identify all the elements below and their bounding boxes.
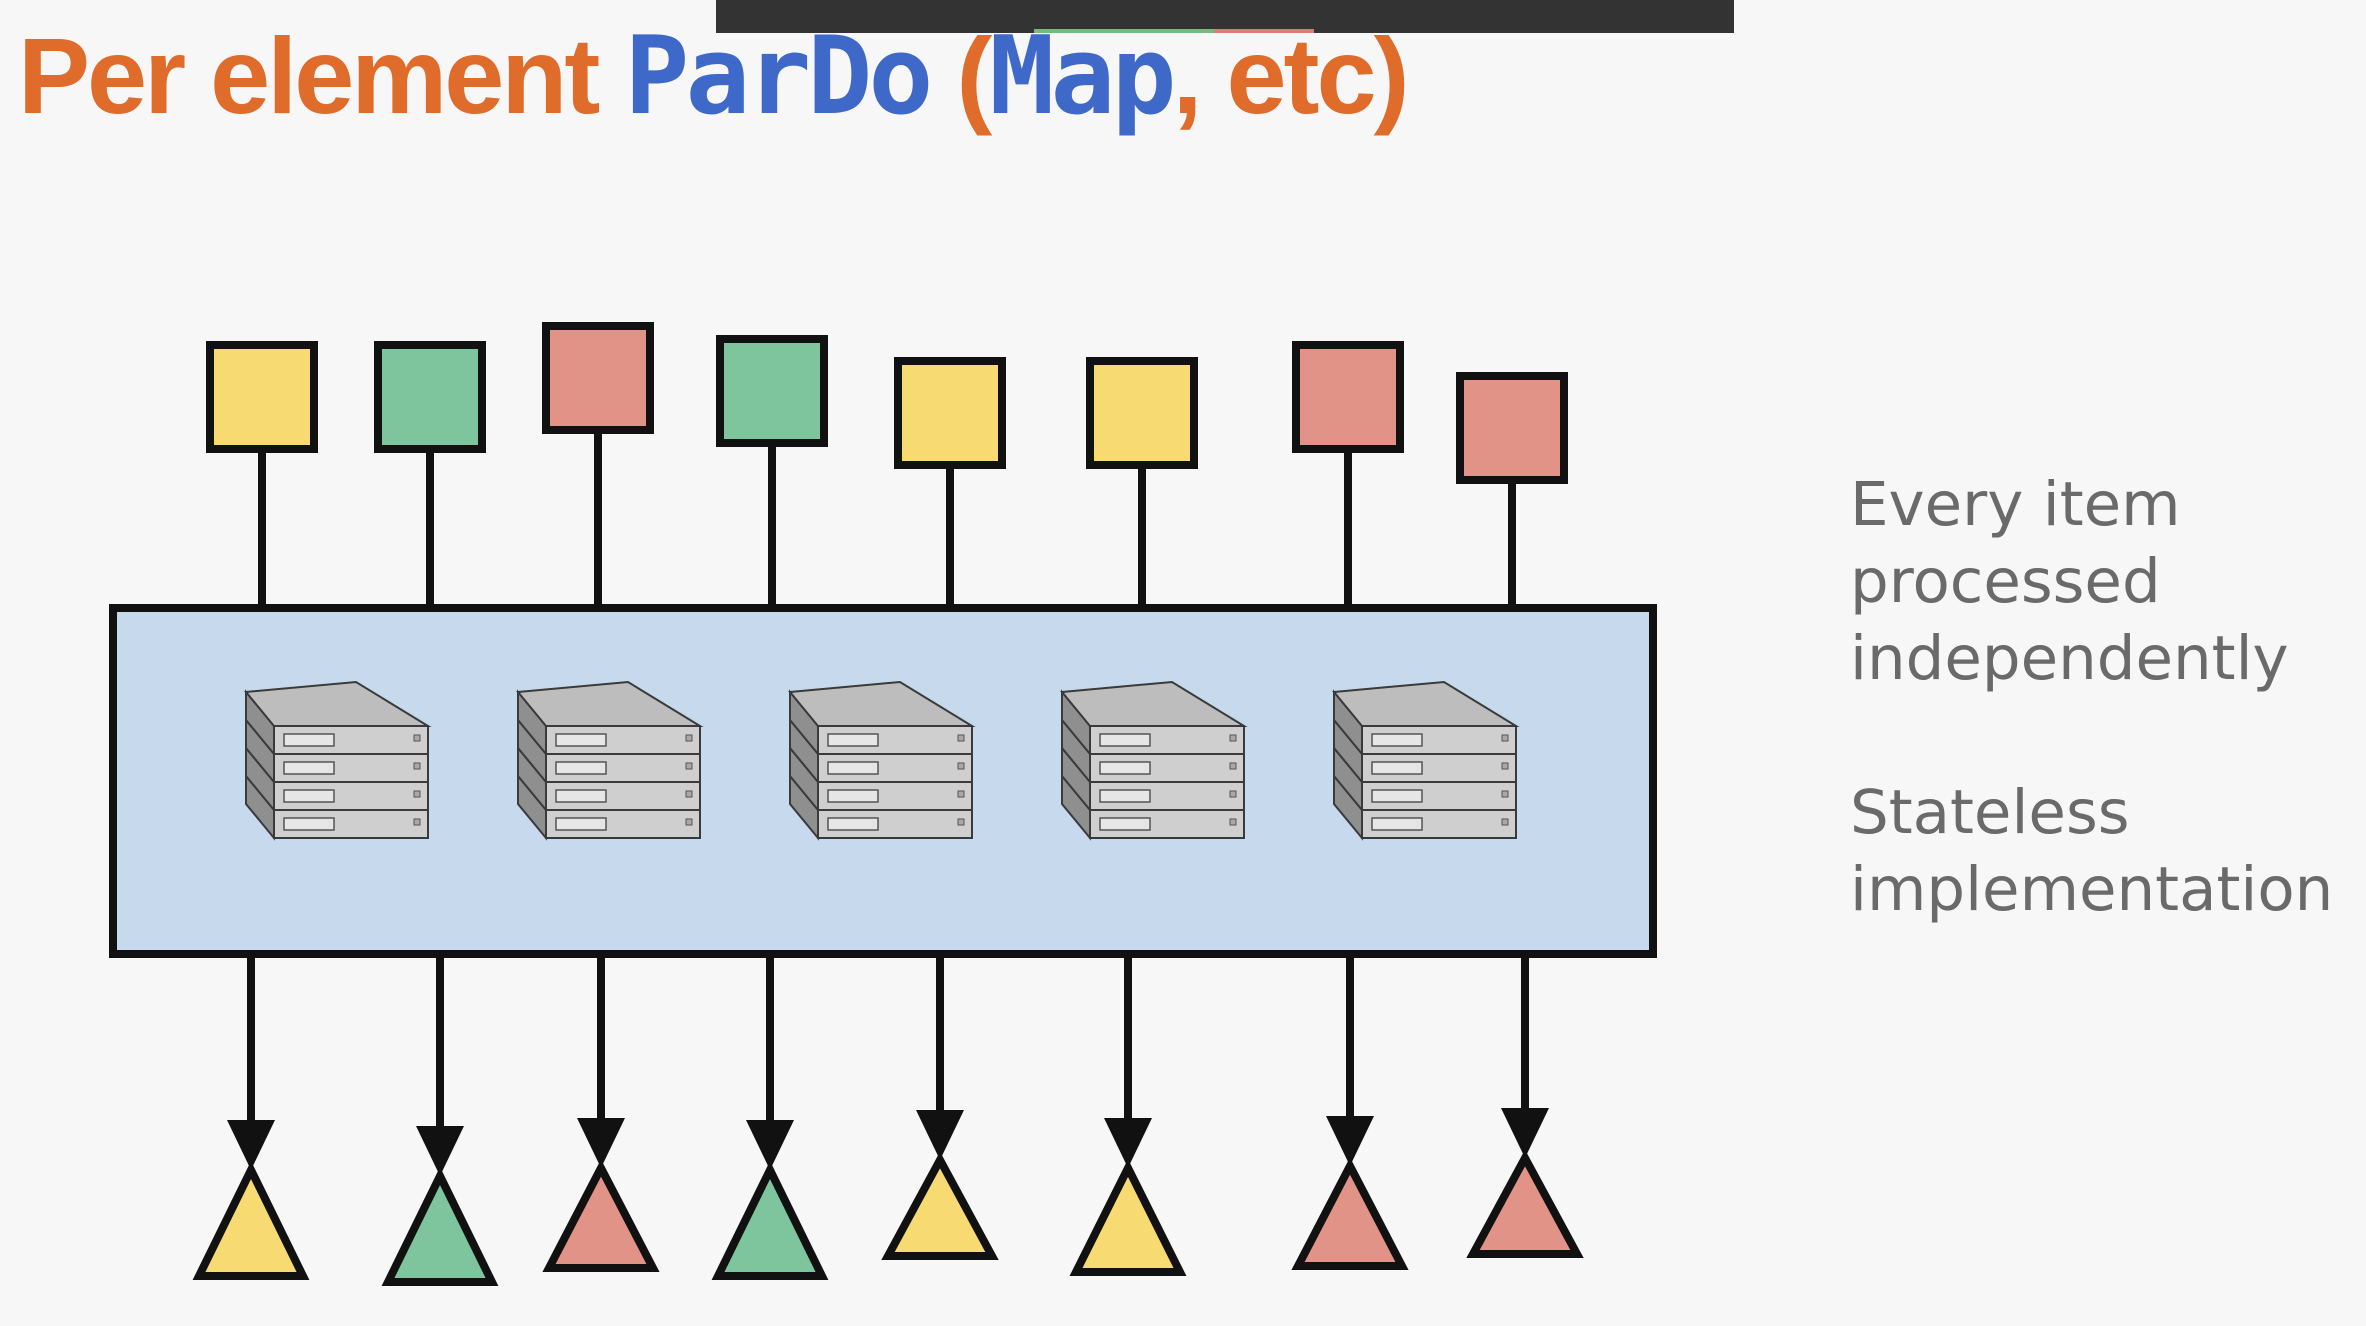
- arrowhead: [227, 1120, 275, 1170]
- note-line-every-item: Every item: [1850, 469, 2181, 540]
- input-element-square: [1086, 357, 1198, 469]
- side-notes: Every item processed independently State…: [1850, 466, 2350, 928]
- server-stack-icon: [788, 680, 976, 841]
- server-stack-icon: [1060, 680, 1248, 841]
- input-element-square: [894, 357, 1006, 469]
- output-element-triangle: [711, 1160, 829, 1280]
- arrowhead: [577, 1118, 625, 1168]
- arrowhead: [416, 1126, 464, 1176]
- arrowhead: [1326, 1116, 1374, 1166]
- note-line-processed: processed: [1850, 546, 2161, 617]
- input-element-square: [542, 322, 654, 434]
- server-stacks: [244, 680, 1520, 841]
- input-element-square: [374, 341, 486, 453]
- input-element-square: [206, 341, 318, 453]
- output-element-triangle: [1291, 1157, 1409, 1270]
- slide-title: Per element ParDo (Map, etc): [18, 6, 1410, 147]
- server-stack-icon: [1332, 680, 1520, 841]
- output-element-triangle: [881, 1151, 999, 1260]
- arrowhead: [746, 1120, 794, 1170]
- note-spacer: [1850, 697, 2350, 774]
- title-text-etc: , etc): [1172, 15, 1409, 136]
- output-element-triangle: [1069, 1159, 1187, 1276]
- input-element-square: [1456, 372, 1568, 484]
- top-bar-accent-red: [1214, 29, 1314, 33]
- connector-lines: [227, 430, 1549, 1176]
- arrowhead: [916, 1110, 964, 1160]
- output-element-triangle: [542, 1159, 660, 1272]
- note-line-stateless: Stateless: [1850, 777, 2130, 848]
- title-text-pardo: ParDo: [624, 14, 933, 139]
- top-bar-accent-green: [1034, 29, 1214, 33]
- input-squares: [206, 322, 1568, 484]
- title-text-map: Map: [989, 14, 1176, 139]
- top-bar: [716, 0, 1734, 33]
- output-element-triangle: [192, 1160, 310, 1280]
- input-element-square: [1292, 341, 1404, 453]
- arrowhead: [1501, 1108, 1549, 1158]
- output-triangles: [192, 1149, 1584, 1286]
- output-element-triangle: [381, 1166, 499, 1286]
- note-line-independently: independently: [1850, 623, 2289, 694]
- note-line-implementation: implementation: [1850, 854, 2334, 925]
- server-stack-icon: [516, 680, 704, 841]
- title-text-per-element: Per element: [18, 15, 625, 136]
- arrowhead: [1104, 1118, 1152, 1168]
- output-element-triangle: [1466, 1149, 1584, 1258]
- title-text-paren-open: (: [929, 15, 992, 136]
- server-stack-icon: [244, 680, 432, 841]
- input-element-square: [716, 335, 828, 447]
